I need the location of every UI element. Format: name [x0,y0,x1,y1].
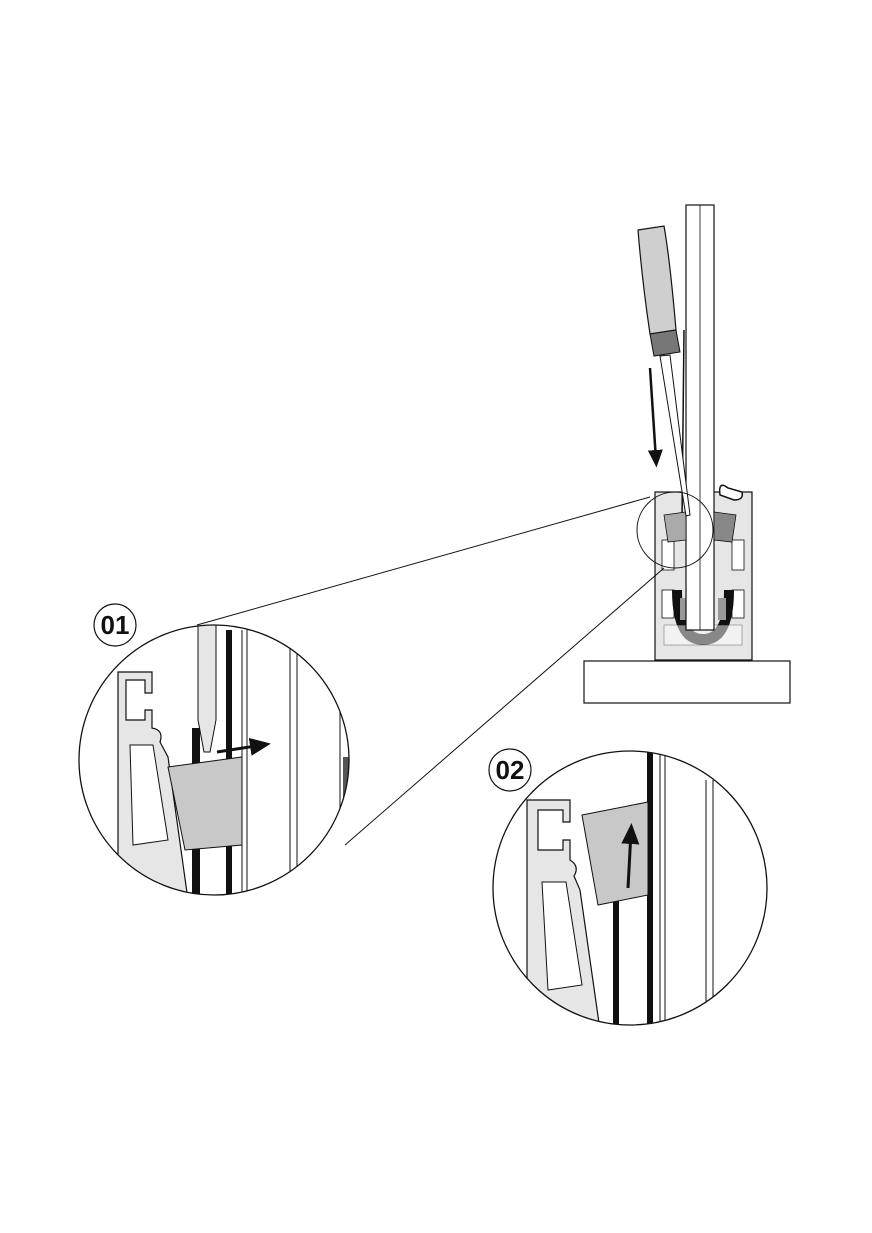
step-badge-01 [93,603,137,647]
step-badge-02 [488,748,532,792]
screwdriver-icon [637,225,691,517]
push-arrow-icon [216,737,271,756]
detail-02: 02 [488,748,768,1026]
step-label-02: 02 [496,755,525,785]
leader-line [344,567,665,846]
step-label-01: 01 [101,610,130,640]
up-arrow-icon [621,823,640,889]
detail-01: 01 [78,603,350,896]
down-arrow-icon [647,367,663,468]
main-assembly [196,204,791,846]
wedge-gaskets [663,484,744,543]
floor-slab [583,660,791,704]
detail-callout-circle [636,491,714,569]
leader-line [196,496,651,626]
